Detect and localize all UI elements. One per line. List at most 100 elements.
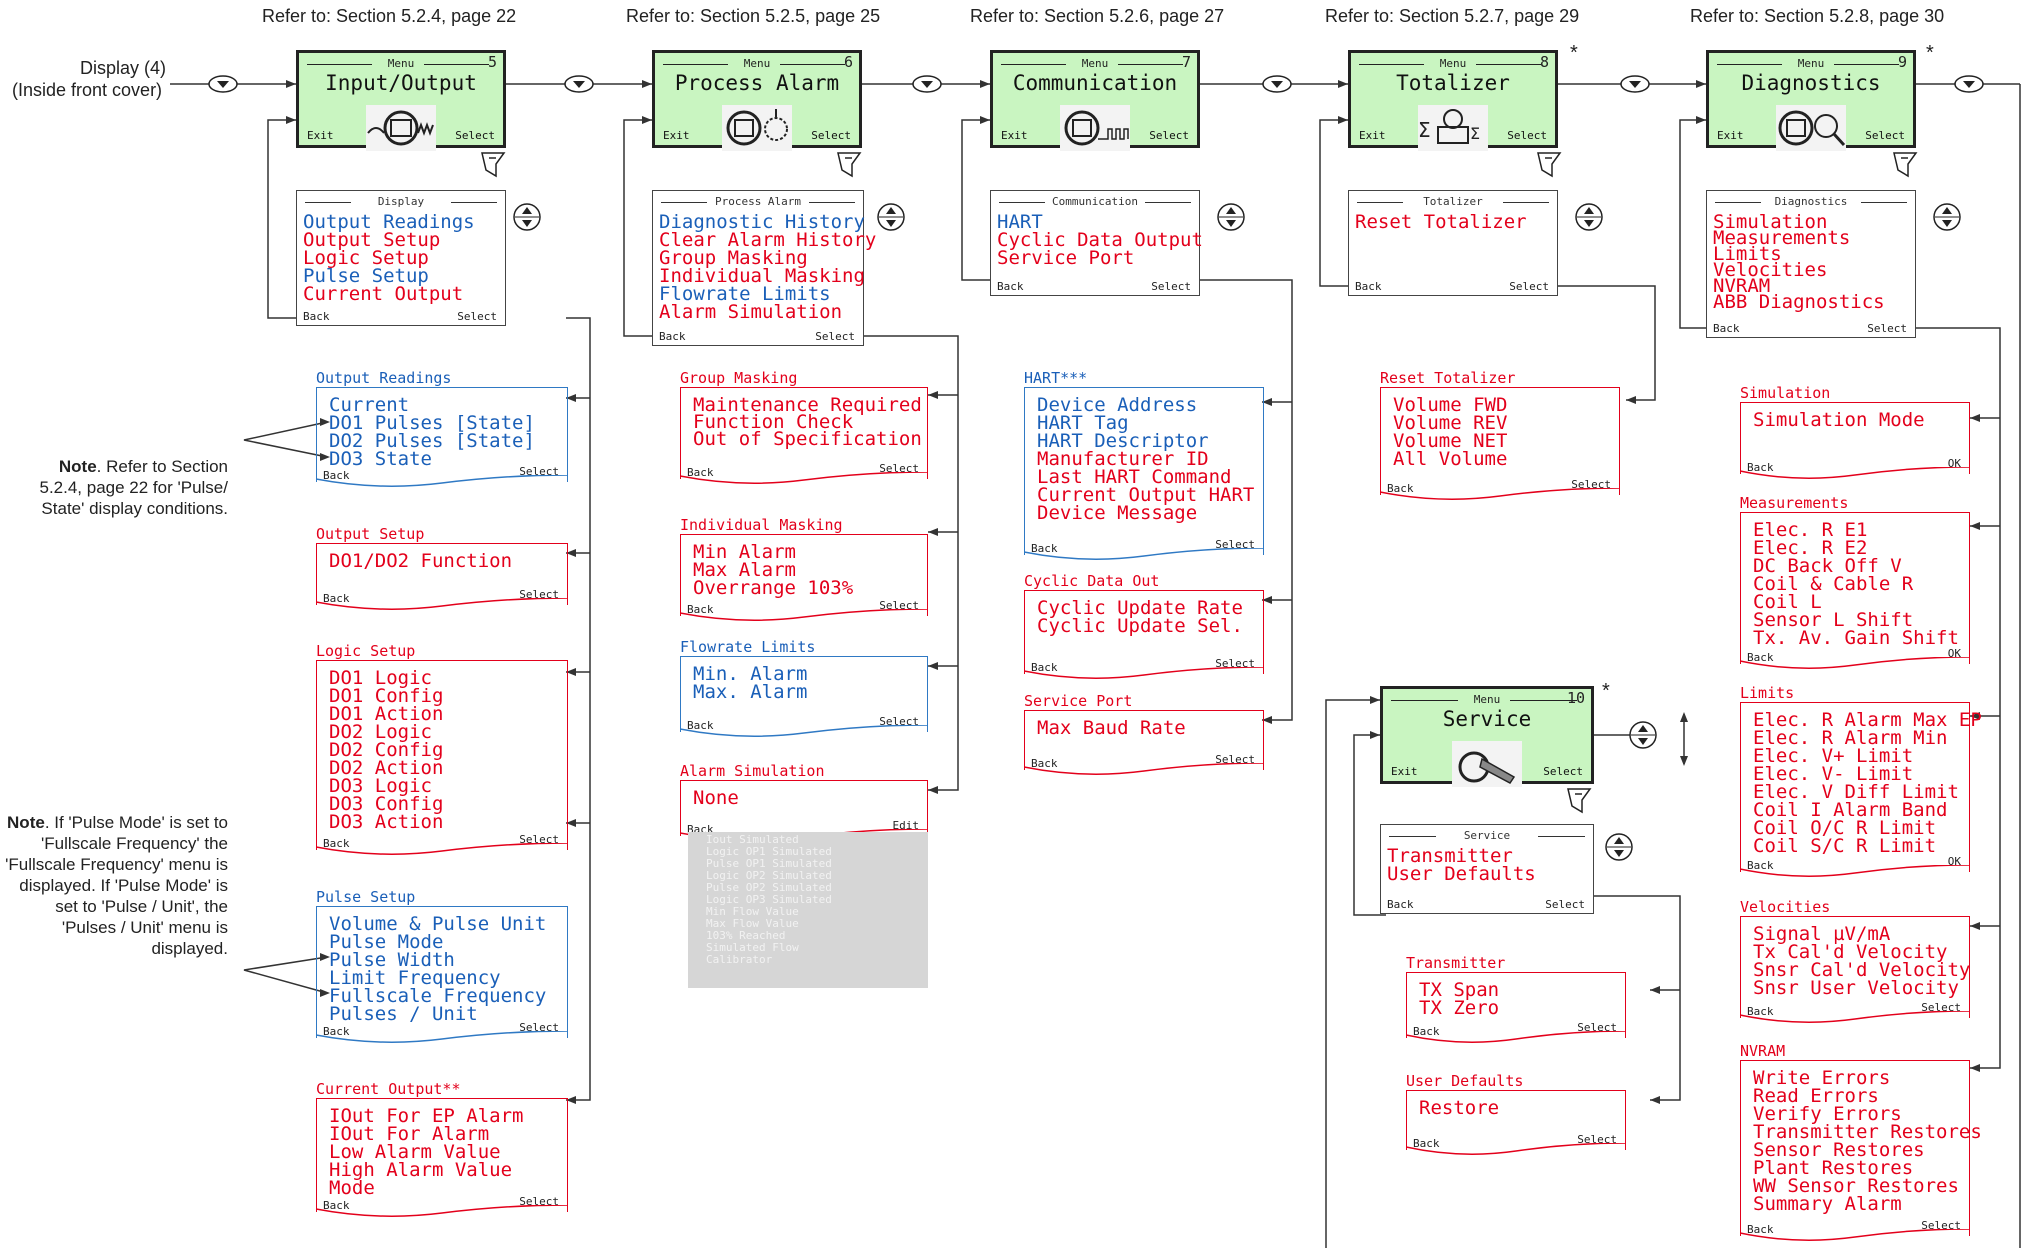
page-item[interactable]: Fullscale Frequency xyxy=(329,985,547,1007)
page-item[interactable]: Simulation Mode xyxy=(1753,409,1925,431)
page-item[interactable]: DO1 Action xyxy=(329,703,444,725)
page-item[interactable]: DO3 Logic xyxy=(329,775,432,797)
up-down-key-icon[interactable] xyxy=(1628,720,1658,750)
page-item[interactable]: Device Message xyxy=(1037,502,1198,524)
back-label[interactable]: Back xyxy=(1713,322,1740,335)
page-item[interactable]: Function Check xyxy=(693,411,854,433)
submenu-item[interactable]: Group Masking xyxy=(659,247,808,269)
select-label[interactable]: Select xyxy=(1215,657,1255,670)
down-key-icon[interactable] xyxy=(564,74,594,94)
back-label[interactable]: Back xyxy=(1031,757,1058,770)
page-item[interactable]: TX Zero xyxy=(1419,997,1500,1019)
page-item[interactable]: Current xyxy=(329,394,410,416)
select-label[interactable]: Select xyxy=(457,310,497,323)
up-down-key-icon[interactable] xyxy=(1574,202,1604,232)
ok-label[interactable]: OK xyxy=(1947,647,1961,660)
page-item[interactable]: Current Output HART xyxy=(1037,484,1255,506)
page-item[interactable]: HART Tag xyxy=(1037,412,1129,434)
submenu-item[interactable]: Service Port xyxy=(997,247,1135,269)
page-item[interactable]: Overrange 103% xyxy=(693,577,854,599)
exit-label[interactable]: Exit xyxy=(1391,765,1418,778)
page-item[interactable]: DO1 Logic xyxy=(329,667,432,689)
page-item[interactable]: High Alarm Value xyxy=(329,1159,513,1181)
back-label[interactable]: Back xyxy=(659,330,686,343)
page-item[interactable]: Sensor Restores xyxy=(1753,1139,1925,1161)
select-label[interactable]: Select xyxy=(1865,129,1905,142)
ok-label[interactable]: OK xyxy=(1947,855,1961,868)
back-label[interactable]: Back xyxy=(1747,461,1774,474)
select-label[interactable]: Select xyxy=(519,465,559,478)
page-item[interactable]: Read Errors xyxy=(1753,1085,1879,1107)
page-item[interactable]: Plant Restores xyxy=(1753,1157,1914,1179)
back-label[interactable]: Back xyxy=(323,1025,350,1038)
select-label[interactable]: Select xyxy=(1921,1219,1961,1232)
page-item[interactable]: Elec. R E2 xyxy=(1753,537,1868,559)
submenu-item[interactable]: NVRAM xyxy=(1713,275,1771,297)
page-item[interactable]: DO3 Config xyxy=(329,793,444,815)
back-label[interactable]: Back xyxy=(687,466,714,479)
page-item[interactable]: Pulse Mode xyxy=(329,931,444,953)
page-item[interactable]: Max Baud Rate xyxy=(1037,717,1186,739)
page-item[interactable]: Restore xyxy=(1419,1097,1500,1119)
page-item[interactable]: Coil I Alarm Band xyxy=(1753,799,1948,821)
back-label[interactable]: Back xyxy=(323,837,350,850)
submenu-item[interactable]: Alarm Simulation xyxy=(659,301,843,323)
page-item[interactable]: IOut For Alarm xyxy=(329,1123,490,1145)
back-label[interactable]: Back xyxy=(997,280,1024,293)
submenu-item[interactable]: Current Output xyxy=(303,283,464,305)
page-item[interactable]: Mode xyxy=(329,1177,375,1199)
submenu-item[interactable]: Diagnostic History xyxy=(659,211,865,233)
enter-key-icon[interactable] xyxy=(1890,150,1918,180)
page-item[interactable]: DC Back Off V xyxy=(1753,555,1902,577)
submenu-item[interactable]: HART xyxy=(997,211,1043,233)
submenu-communication[interactable]: Communication HART Cyclic Data Output Se… xyxy=(990,190,1203,296)
select-label[interactable]: Select xyxy=(1149,129,1189,142)
page-item[interactable]: Summary Alarm xyxy=(1753,1193,1902,1215)
down-key-icon[interactable] xyxy=(208,74,238,94)
back-label[interactable]: Back xyxy=(1747,859,1774,872)
page-item[interactable]: Volume NET xyxy=(1393,430,1508,452)
back-label[interactable]: Back xyxy=(1387,482,1414,495)
select-label[interactable]: Select xyxy=(1215,538,1255,551)
page-item[interactable]: Elec. R Alarm Min xyxy=(1753,727,1948,749)
page-item[interactable]: None xyxy=(693,787,739,809)
back-label[interactable]: Back xyxy=(1747,651,1774,664)
select-label[interactable]: Select xyxy=(519,1195,559,1208)
enter-key-icon[interactable] xyxy=(478,150,506,180)
exit-label[interactable]: Exit xyxy=(307,129,334,142)
page-item[interactable]: Last HART Command xyxy=(1037,466,1232,488)
select-label[interactable]: Select xyxy=(1545,898,1585,911)
submenu-display[interactable]: Display Output Readings Output Setup Log… xyxy=(296,190,506,326)
page-item[interactable]: Pulse Width xyxy=(329,949,455,971)
select-label[interactable]: Select xyxy=(1509,280,1549,293)
submenu-totalizer[interactable]: Totalizer Reset Totalizer Back Select xyxy=(1348,190,1558,296)
select-label[interactable]: Select xyxy=(1867,322,1907,335)
back-label[interactable]: Back xyxy=(1747,1223,1774,1236)
select-label[interactable]: Select xyxy=(455,129,495,142)
page-item[interactable]: Snsr User Velocity xyxy=(1753,977,1959,999)
page-item[interactable]: DO2 Action xyxy=(329,757,444,779)
page-item[interactable]: Limit Frequency xyxy=(329,967,501,989)
page-item[interactable]: Cyclic Update Rate xyxy=(1037,597,1243,619)
exit-label[interactable]: Exit xyxy=(663,129,690,142)
down-key-icon[interactable] xyxy=(1954,74,1984,94)
page-item[interactable]: Device Address xyxy=(1037,394,1198,416)
submenu-diagnostics[interactable]: Diagnostics Simulation Measurements Limi… xyxy=(1706,190,1916,338)
menu-input-output[interactable]: Menu 5 Input/Output Exit Select xyxy=(296,50,506,151)
page-item[interactable]: Elec. V Diff Limit xyxy=(1753,781,1959,803)
submenu-item[interactable]: Limits xyxy=(1713,243,1782,265)
menu-diagnostics[interactable]: Menu 9 Diagnostics Exit Select xyxy=(1706,50,1916,151)
back-label[interactable]: Back xyxy=(1387,898,1414,911)
page-item[interactable]: DO2 Config xyxy=(329,739,444,761)
back-label[interactable]: Back xyxy=(323,1199,350,1212)
page-item[interactable]: Tx Cal'd Velocity xyxy=(1753,941,1948,963)
page-item[interactable]: DO1 Pulses [State] xyxy=(329,412,535,434)
